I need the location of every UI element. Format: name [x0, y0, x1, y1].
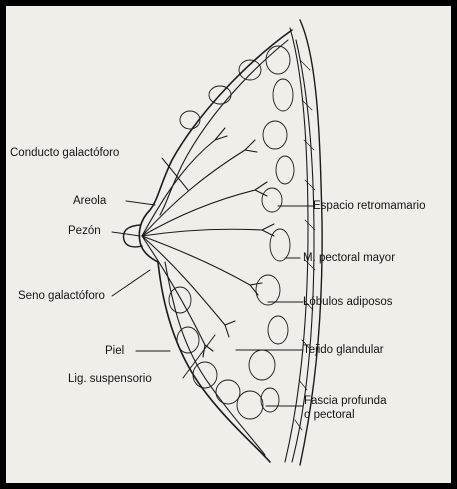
label-fascia-line1: Fascia profunda — [304, 395, 386, 408]
label-piel: Piel — [105, 345, 124, 358]
label-conducto-galactoforo: Conducto galactóforo — [10, 147, 119, 160]
muscle-fibers — [295, 60, 315, 430]
label-fascia-line2: o pectoral — [304, 409, 355, 422]
label-m-pectoral-mayor: M. pectoral mayor — [303, 252, 395, 265]
label-espacio-retromamario: Espacio retromamario — [313, 200, 425, 213]
label-areola: Areola — [73, 195, 106, 208]
label-lig-suspensorio: Lig. suspensorio — [68, 373, 152, 386]
lactiferous-ducts — [142, 128, 274, 357]
label-lobulos-adiposos: Lóbulos adiposos — [303, 296, 393, 309]
label-pezon: Pezón — [68, 225, 101, 238]
fat-lobules — [169, 46, 294, 419]
label-tejido-glandular: Tejido glandular — [303, 344, 384, 357]
leader-lines — [112, 158, 313, 406]
breast-outline — [139, 30, 292, 462]
label-seno-galactoforo: Seno galactóforo — [18, 290, 105, 303]
